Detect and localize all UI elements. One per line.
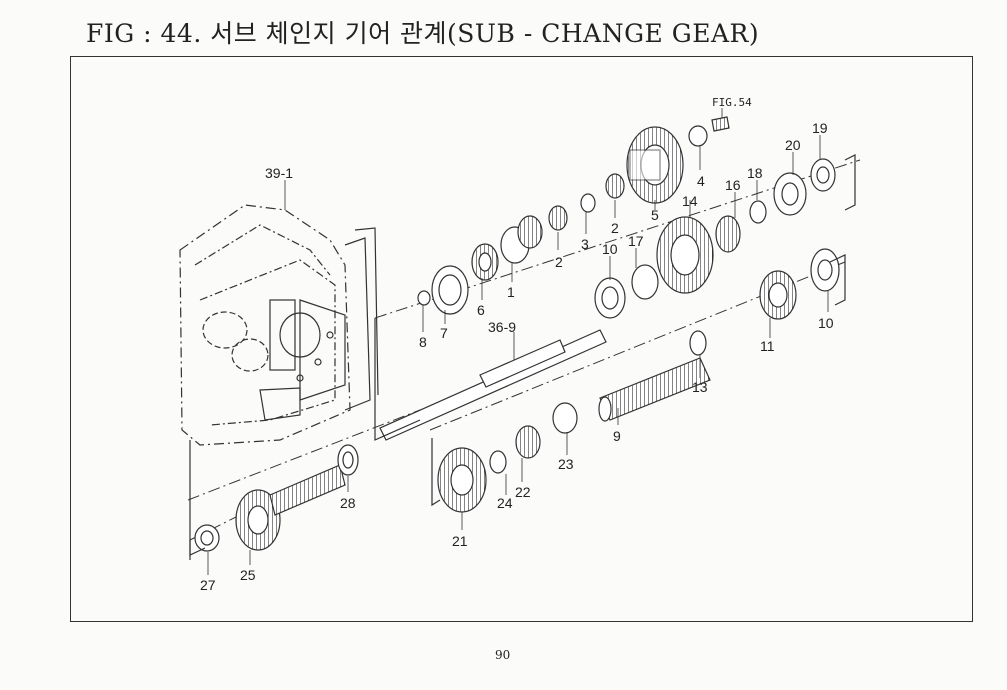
label-6: 6: [477, 302, 485, 318]
label-19: 19: [812, 120, 828, 136]
label-4: 4: [697, 173, 705, 189]
label-fig-54-reference: FIG.54: [712, 96, 752, 109]
label-1: 1: [507, 284, 515, 300]
figure-title: FIG : 44. 서브 체인지 기어 관계(SUB - CHANGE GEAR…: [86, 19, 760, 48]
label-39-1: 39-1: [265, 165, 293, 181]
bracket-lines: [189, 154, 856, 556]
label-7: 7: [440, 325, 448, 341]
label-24: 24: [497, 495, 513, 511]
leader-lines: [207, 108, 829, 575]
bearing-components: [194, 116, 840, 552]
label-22: 22: [515, 484, 531, 500]
transmission-case: [179, 204, 379, 560]
label-10a: 10: [602, 241, 618, 257]
gear-25: [235, 464, 346, 551]
gear-11: [759, 270, 797, 320]
label-11: 11: [760, 338, 775, 354]
label-3: 3: [581, 236, 589, 252]
label-27: 27: [200, 577, 216, 593]
label-2b: 2: [611, 220, 619, 236]
label-17: 17: [628, 233, 644, 249]
gear-5: [626, 126, 684, 204]
label-25: 25: [240, 567, 256, 583]
label-13: 13: [692, 379, 708, 395]
gear-21: [437, 447, 487, 513]
label-2a: 2: [555, 254, 563, 270]
label-14: 14: [682, 193, 698, 209]
label-16: 16: [725, 177, 741, 193]
mainshaft-9: [598, 357, 711, 422]
label-20: 20: [785, 137, 801, 153]
diagram-frame: [70, 56, 973, 622]
gear-14: [656, 216, 714, 294]
label-8: 8: [419, 334, 427, 350]
label-23: 23: [558, 456, 574, 472]
label-10b: 10: [818, 315, 834, 331]
label-18: 18: [747, 165, 763, 181]
label-21: 21: [452, 533, 468, 549]
page-number: 90: [495, 648, 511, 662]
label-36-9: 36-9: [488, 319, 516, 335]
label-28: 28: [340, 495, 356, 511]
part-labels: 39-1 36-9 1 2 2 3 4 5 6 7 8 9 10 10 11 1…: [200, 96, 834, 593]
label-5: 5: [651, 207, 659, 223]
label-9: 9: [613, 428, 621, 444]
